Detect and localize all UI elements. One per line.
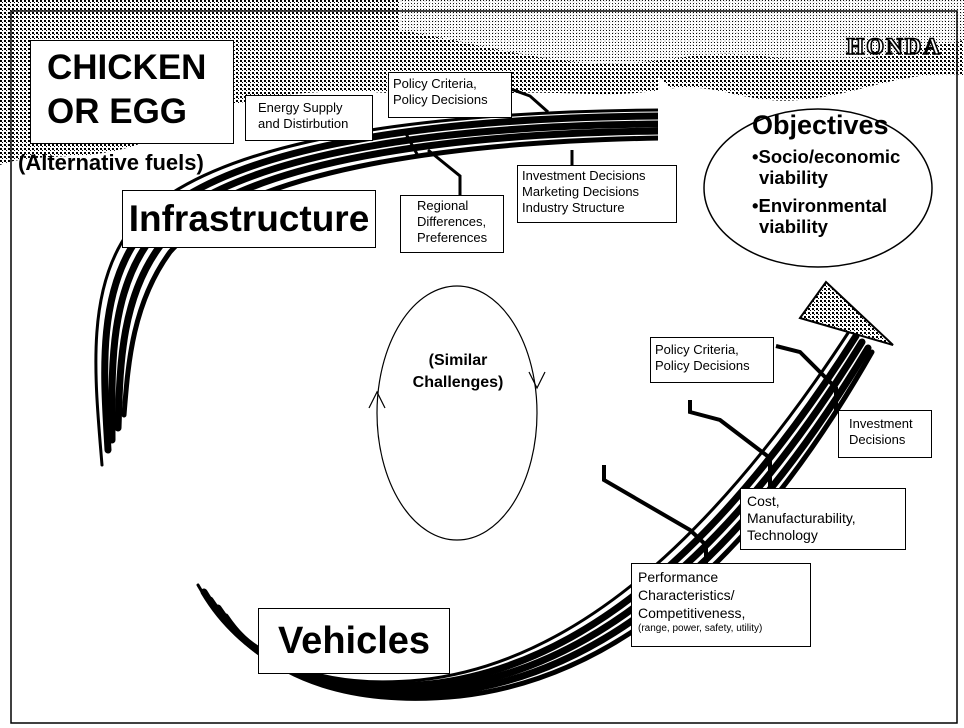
factor-cost: Cost, Manufacturability, Technology [740, 488, 906, 550]
title-line-1: CHICKEN [47, 48, 207, 87]
factor-vehicle-investment: Investment Decisions [838, 410, 932, 458]
objective-item: •Socio/economic viability [752, 146, 901, 188]
cycle-ellipse [368, 285, 546, 541]
factor-energy-supply: Energy Supply and Distirbution [245, 95, 373, 141]
vehicle-leaders [602, 344, 838, 565]
title-line-2: OR EGG [47, 92, 188, 131]
factor-vehicle-policy: Policy Criteria, Policy Decisions [650, 337, 774, 383]
objective-item: •Environmental viability [752, 195, 887, 237]
factor-regional: Regional Differences, Preferences [400, 195, 504, 253]
factor-infra-policy: Policy Criteria, Policy Decisions [388, 72, 512, 118]
svg-text:HONDA: HONDA [846, 34, 942, 59]
objectives-ellipse [703, 108, 933, 268]
factor-performance: Performance Characteristics/ Competitive… [631, 563, 811, 647]
title-box: CHICKEN OR EGG [30, 40, 234, 144]
factor-infra-investment: Investment Decisions Marketing Decisions… [517, 165, 677, 223]
slide-border [10, 10, 958, 724]
infra-leaders [402, 86, 574, 196]
honda-logo: HONDA [846, 33, 942, 60]
title-subtitle: (Alternative fuels) [18, 150, 204, 175]
infrastructure-label: Infrastructure [122, 190, 376, 248]
cycle-label: (Similar Challenges) [412, 352, 504, 391]
objectives-title: Objectives [752, 110, 889, 140]
vehicles-label: Vehicles [258, 608, 450, 674]
